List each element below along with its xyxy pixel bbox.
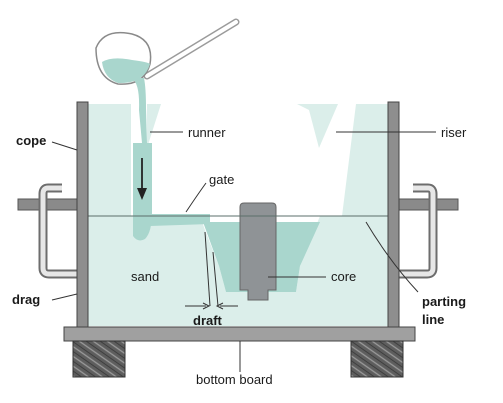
flask-wall-right bbox=[387, 101, 400, 328]
label-drag: drag bbox=[12, 292, 40, 307]
label-riser: riser bbox=[441, 125, 467, 140]
gate-metal bbox=[145, 214, 210, 226]
flask-wall-left bbox=[76, 101, 89, 328]
label-parting-line-2: line bbox=[422, 312, 444, 327]
bottom-board bbox=[63, 326, 416, 342]
core-block bbox=[239, 202, 277, 301]
label-gate: gate bbox=[209, 172, 234, 187]
flask-handle-right bbox=[397, 183, 459, 279]
gate-leader bbox=[185, 182, 207, 213]
wood-block-icon bbox=[72, 340, 126, 378]
label-sand: sand bbox=[131, 269, 159, 284]
pin-bar-left bbox=[17, 198, 81, 211]
label-cope: cope bbox=[16, 133, 46, 148]
drag-leader bbox=[51, 293, 78, 301]
flask-handle-left bbox=[17, 183, 81, 279]
draft-guide-outer bbox=[204, 231, 211, 307]
label-bottom-board: bottom board bbox=[196, 372, 273, 387]
ladle-icon bbox=[95, 18, 240, 143]
pour-stream bbox=[132, 78, 147, 143]
label-parting-line-1: parting bbox=[422, 294, 466, 309]
cope-leader bbox=[51, 141, 78, 151]
flow-arrow-icon bbox=[137, 158, 147, 200]
mould-cavity-upper bbox=[131, 104, 356, 216]
label-core: core bbox=[331, 269, 356, 284]
label-runner: runner bbox=[188, 125, 226, 140]
wood-block-icon bbox=[350, 340, 404, 378]
draft-guide-inner bbox=[212, 251, 219, 307]
label-draft: draft bbox=[193, 313, 223, 328]
pin-bar-right bbox=[397, 198, 459, 211]
parting-line-leader bbox=[365, 221, 419, 293]
